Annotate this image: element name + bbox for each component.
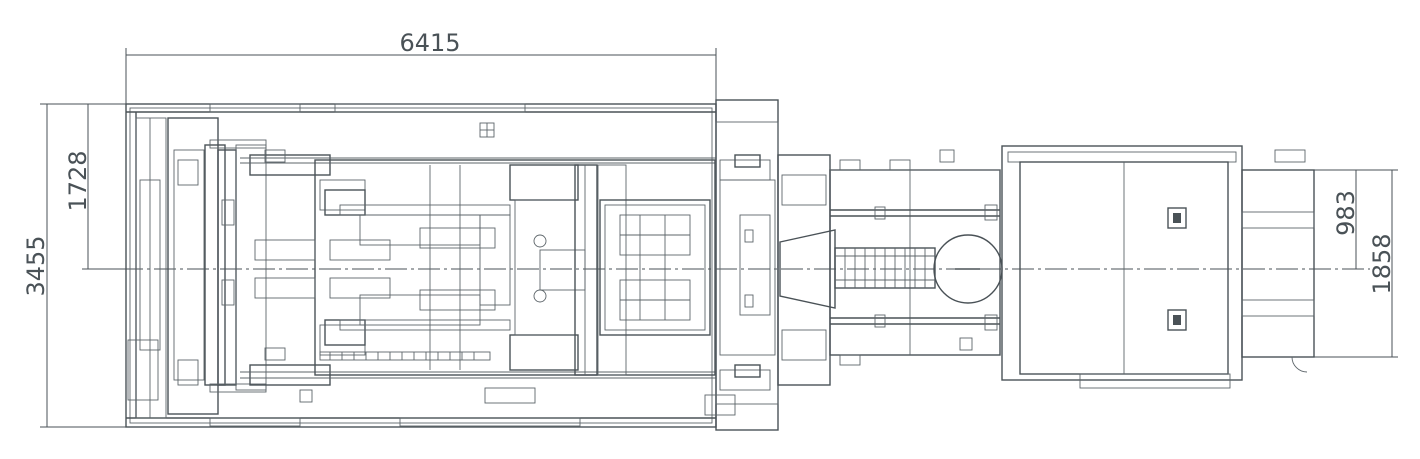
dimension-width-label: 3455 [22, 235, 50, 296]
carriage-housing [1001, 145, 1243, 389]
fixed-platen [167, 117, 267, 415]
moving-platen [254, 159, 716, 376]
dimension-half-width: 1728 [64, 104, 126, 270]
dimension-carriage-width-label: 1858 [1368, 233, 1396, 294]
dimension-carriage-half-width-label: 983 [1332, 190, 1360, 236]
dimension-overall-width: 3455 [22, 103, 126, 428]
dimension-overall-length: 6415 [125, 29, 717, 104]
injection-unit-frame [777, 149, 1001, 386]
dimension-length-label: 6415 [399, 29, 460, 57]
bottom-rack [299, 122, 536, 404]
injection-barrel [779, 229, 1003, 309]
middle-housing [704, 99, 779, 431]
main-frame [125, 103, 717, 428]
dimension-half-width-label: 1728 [64, 150, 92, 211]
tie-bars [240, 149, 716, 386]
carriage-rail [1241, 149, 1315, 373]
dimension-carriage-half-width: 983 [1332, 170, 1360, 269]
dimension-carriage-width: 1858 [1245, 169, 1398, 358]
